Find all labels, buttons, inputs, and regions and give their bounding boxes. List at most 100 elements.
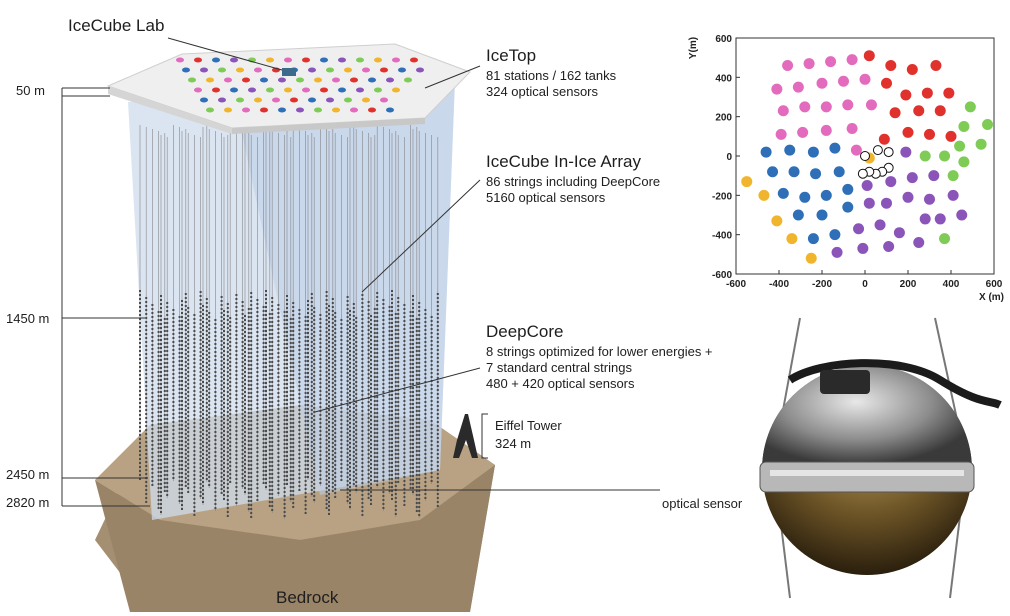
icetop-tank: [284, 57, 292, 63]
icetop-tank: [410, 57, 418, 63]
y-tick-label: -400: [712, 231, 732, 242]
string-position-point: [945, 130, 957, 142]
icetop-tank: [284, 87, 292, 93]
y-tick-label: 200: [715, 113, 732, 124]
string-position-point: [842, 183, 854, 195]
x-axis-label: X (m): [979, 292, 1004, 303]
icetop-tank: [266, 57, 274, 63]
icetop-tank: [272, 97, 280, 103]
string-position-point: [775, 128, 787, 140]
string-position-point: [857, 242, 869, 254]
string-position-point: [792, 209, 804, 221]
string-position-point: [930, 60, 942, 72]
inice-line1: 86 strings including DeepCore: [486, 174, 661, 189]
string-position-point: [777, 187, 789, 199]
icetop-tank: [416, 67, 424, 73]
x-tick-label: 600: [986, 279, 1003, 290]
icetop-slab-edge: [108, 86, 232, 134]
x-tick-label: -400: [769, 279, 789, 290]
eiffel-bracket: [481, 413, 488, 459]
leader-inice: [361, 179, 481, 293]
depth-50m: 50 m: [16, 83, 45, 98]
icetop-tank: [302, 57, 310, 63]
string-position-point: [928, 170, 940, 182]
sensor-glass-top: [762, 365, 972, 470]
string-position-point: [829, 142, 841, 154]
icetop-tank: [224, 107, 232, 113]
icetop-tank: [296, 77, 304, 83]
icetop-tank: [320, 57, 328, 63]
icetop-tank: [362, 67, 370, 73]
icetop-tank: [326, 97, 334, 103]
icetop-tank: [386, 107, 394, 113]
icetop-tank: [194, 87, 202, 93]
string-position-point: [842, 99, 854, 111]
string-position-point: [958, 121, 970, 132]
string-position-point: [975, 138, 987, 150]
icetop-tank: [290, 97, 298, 103]
icecube-lab-building: [282, 68, 296, 76]
string-position-point: [816, 209, 828, 221]
depth-scale: [61, 87, 150, 507]
string-position-point: [820, 189, 832, 201]
icetop-tank: [368, 107, 376, 113]
string-position-point: [820, 124, 832, 136]
icetop-tank: [206, 77, 214, 83]
icetop-tank: [188, 77, 196, 83]
string-position-point: [885, 176, 897, 188]
y-tick-label: -200: [712, 191, 732, 202]
string-position-point: [788, 166, 800, 178]
string-position-point: [741, 176, 753, 188]
string-position-point: [833, 166, 845, 178]
icetop-tank: [380, 67, 388, 73]
string-position-point: [771, 215, 783, 227]
eiffel-title: Eiffel Tower: [495, 418, 562, 433]
y-tick-label: 0: [726, 152, 732, 163]
string-position-point: [964, 101, 976, 113]
string-position-point: [784, 144, 796, 156]
icetop-tank: [332, 77, 340, 83]
depth-2820m: 2820 m: [6, 495, 50, 510]
string-position-point: [799, 101, 811, 113]
icetop-slab-edge-right: [232, 118, 425, 134]
string-position-point: [883, 240, 895, 252]
icetop-tank: [248, 87, 256, 93]
icetop-tank: [176, 57, 184, 63]
icetop-tank: [362, 97, 370, 103]
icetop-tank: [260, 77, 268, 83]
leader-deepcore: [314, 367, 481, 413]
sensor-connector: [820, 370, 870, 394]
string-position-point: [943, 87, 955, 99]
icetop-tank: [212, 87, 220, 93]
icetop-tank: [368, 77, 376, 83]
string-position-point: [982, 119, 994, 131]
eiffel-height: 324 m: [495, 436, 532, 451]
string-position-point: [913, 105, 925, 117]
string-position-point: [924, 193, 935, 205]
string-position-point: [807, 233, 819, 245]
string-position-point: [863, 50, 875, 62]
icetop-tank: [230, 87, 238, 93]
eiffel-tower-icon: [453, 414, 478, 458]
icecube-lab-label: IceCube Lab: [68, 16, 165, 35]
string-position-point: [853, 223, 865, 235]
string-position-point: [838, 75, 849, 87]
icetop-tank: [254, 97, 262, 103]
string-position-point: [816, 77, 828, 89]
string-position-point: [874, 219, 886, 231]
icetop-tank: [302, 87, 310, 93]
icetop-tank: [338, 87, 346, 93]
bedrock-label: Bedrock: [276, 588, 339, 607]
string-position-point: [842, 201, 854, 213]
string-position-point: [767, 166, 779, 178]
icetop-tank: [314, 107, 322, 113]
x-tick-label: -600: [726, 279, 746, 290]
icetop-tank: [218, 67, 226, 73]
icetop-tanks: [176, 57, 424, 113]
icetop-tank: [392, 57, 400, 63]
string-position-point: [902, 126, 914, 138]
icetop-tank: [350, 77, 358, 83]
